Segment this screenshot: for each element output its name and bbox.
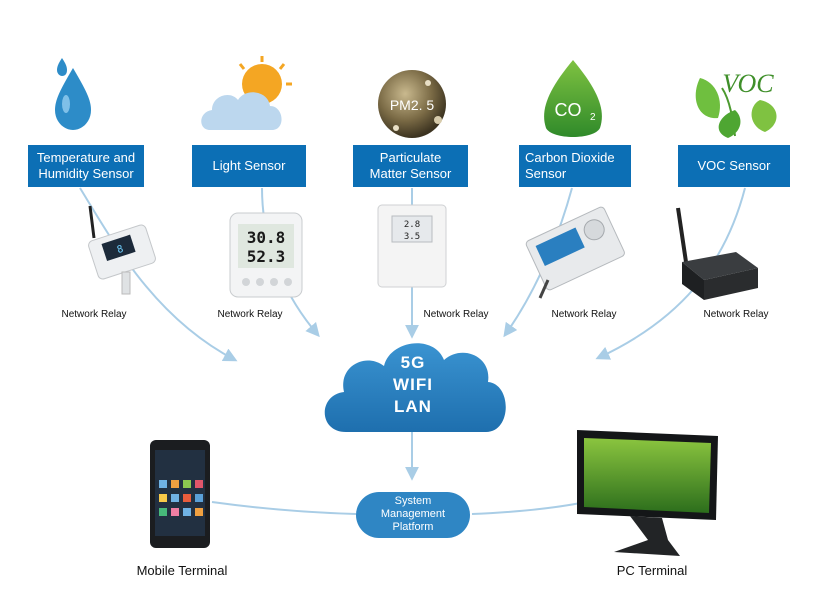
- pm-sensor-device: 2.8 3.5: [377, 204, 447, 288]
- pm25-sphere-icon: PM2. 5: [378, 70, 446, 138]
- network-line-3: LAN: [394, 397, 432, 416]
- mobile-phone-device: [150, 440, 210, 548]
- network-cloud: [324, 343, 506, 432]
- light-sensor-device: 30.8 52.3: [229, 212, 303, 298]
- th-sensor-device: 8: [88, 205, 156, 295]
- voc-icon-text: VOC: [722, 69, 774, 98]
- sensor-label-carbon-dioxide: Carbon Dioxide Sensor: [519, 145, 631, 187]
- light-display-bottom: 52.3: [247, 247, 286, 266]
- platform-bubble: [356, 492, 470, 538]
- relay-label-2: Network Relay: [217, 309, 283, 320]
- platform-line-1: System: [394, 495, 432, 507]
- connector-pc: [471, 499, 596, 515]
- th-display-value: 8: [116, 244, 125, 256]
- sensor-label-particulate-matter: Particulate Matter Sensor: [353, 145, 468, 187]
- voc-leaves-icon: VOC: [695, 69, 777, 138]
- network-line-2: WIFI: [393, 375, 433, 394]
- light-display-top: 30.8: [247, 228, 286, 247]
- co2-leaf-icon: CO 2: [544, 60, 602, 137]
- pm-display-bottom: 3.5: [404, 232, 420, 242]
- platform-line-2: Management: [380, 508, 446, 520]
- cloud-sun-icon: [201, 56, 292, 130]
- mobile-terminal-label: Mobile Terminal: [136, 563, 228, 578]
- network-line-1: 5G: [400, 353, 426, 372]
- sensor-label-light: Light Sensor: [192, 145, 306, 187]
- pc-terminal-label: PC Terminal: [616, 563, 688, 578]
- co2-icon-sub: 2: [590, 112, 596, 123]
- relay-label-4: Network Relay: [551, 309, 617, 320]
- voc-sensor-device: [676, 207, 758, 300]
- sensor-label-voc: VOC Sensor: [678, 145, 790, 187]
- relay-label-1: Network Relay: [61, 309, 127, 320]
- co2-icon-text: CO: [555, 100, 582, 120]
- platform-label: System Management Platform: [355, 495, 471, 534]
- pc-monitor-device: [577, 430, 718, 556]
- connector-th: [79, 187, 238, 362]
- sensor-label-temperature-humidity: Temperature and Humidity Sensor: [28, 145, 144, 187]
- network-cloud-label: 5G WIFI LAN: [330, 352, 496, 418]
- relay-label-3: Network Relay: [423, 309, 489, 320]
- pm25-icon-text: PM2. 5: [390, 97, 435, 113]
- water-drop-icon: [55, 58, 91, 130]
- pm-display-top: 2.8: [404, 220, 420, 230]
- platform-line-3: Platform: [392, 521, 434, 533]
- relay-label-5: Network Relay: [703, 309, 769, 320]
- co2-sensor-device: [525, 206, 625, 299]
- connector-mobile: [211, 501, 357, 515]
